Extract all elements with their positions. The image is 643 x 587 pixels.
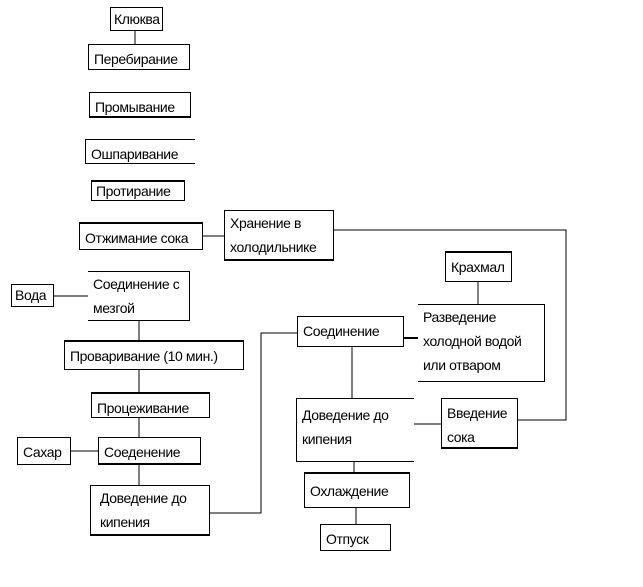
node-boiling: Проваривание (10 мин.) <box>64 340 244 370</box>
node-straining: Процеживание <box>91 392 210 418</box>
node-rubbing: Протирание <box>91 180 185 201</box>
connector <box>210 332 297 514</box>
node-add-juice: Введение сока <box>441 398 518 449</box>
node-cooling: Охлаждение <box>304 472 410 508</box>
node-serving: Отпуск <box>320 524 391 551</box>
node-sugar: Сахар <box>17 437 71 465</box>
node-water: Вода <box>11 284 54 307</box>
node-sorting: Перебирание <box>88 44 190 70</box>
node-scalding: Ошпаривание <box>85 139 195 164</box>
node-dilution: Разведение холодной водой или отваром <box>418 304 545 382</box>
node-mixing: Соеденение <box>98 437 201 465</box>
node-bring-boil-2: Доведение до кипения <box>296 398 414 462</box>
node-bring-boil-1: Доведение до кипения <box>90 485 210 536</box>
node-mix-pulp: Соединение с мезгой <box>88 271 190 321</box>
node-cranberry: Клюква <box>110 7 163 31</box>
node-combine: Соединение <box>297 316 404 347</box>
node-washing: Промывание <box>89 92 191 118</box>
connector <box>334 229 567 421</box>
node-juicing: Отжимание сока <box>79 222 203 250</box>
node-starch: Крахмал <box>445 251 512 282</box>
node-storage: Хранение в холодильнике <box>224 210 334 261</box>
